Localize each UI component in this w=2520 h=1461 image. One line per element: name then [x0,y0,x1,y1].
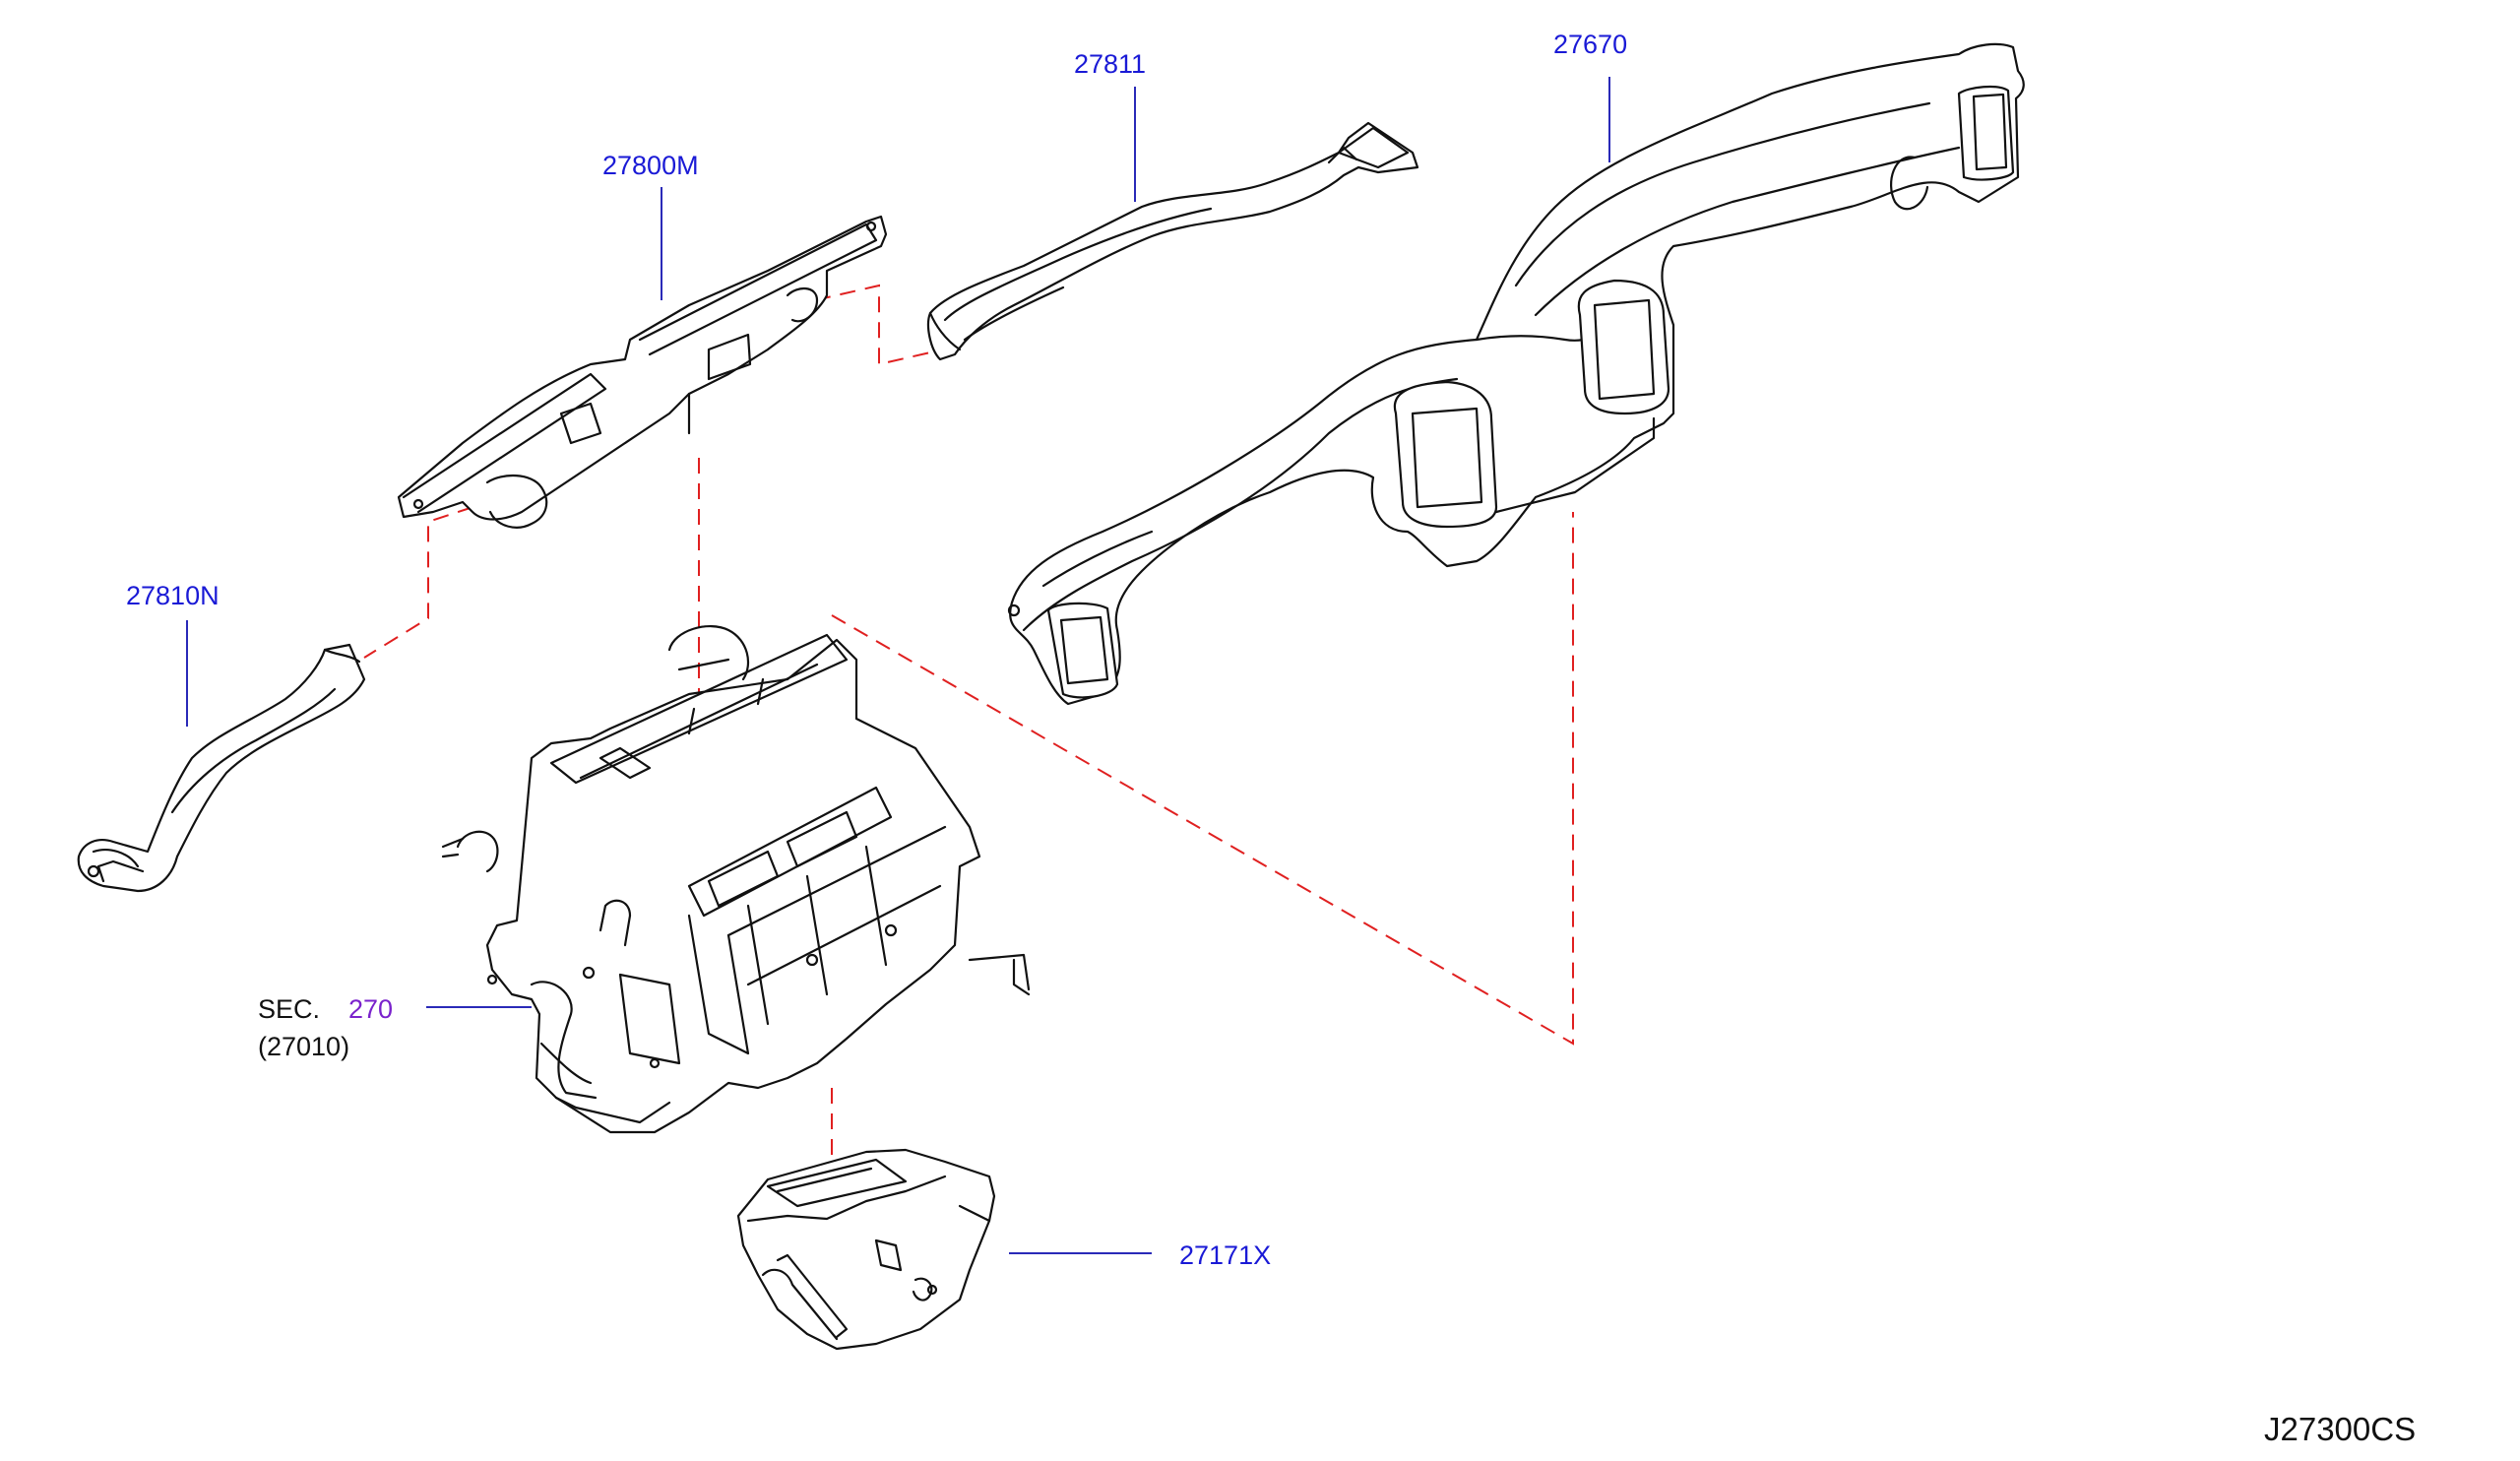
guide-heater-to-27670 [831,512,1574,1046]
part-27670-center-vent-duct[interactable] [1007,42,2025,706]
part-label-27171X[interactable]: 27171X [1179,1240,1272,1270]
diagram-id-label: J27300CS [2264,1411,2417,1447]
part-27810N-side-vent-duct[interactable] [77,643,366,893]
guide-27800M-to-27810N [363,498,498,659]
part-label-27670[interactable]: 27670 [1553,30,1628,59]
part-label-27800M[interactable]: 27800M [602,151,699,180]
guide-27811-to-27800M [814,284,931,366]
section-ref-prefix: SEC. [258,994,321,1024]
part-label-27810N[interactable]: 27810N [126,581,220,610]
section-ref-link-270[interactable]: 270 [348,994,394,1024]
part-27800M-defroster-nozzle[interactable] [397,215,888,529]
assembly-guide-lines [363,284,1574,1162]
callout-leader-lines [186,77,1610,1254]
part-27010-heater-unit-assembly[interactable] [441,625,1031,1134]
part-label-27811[interactable]: 27811 [1074,49,1147,79]
part-27811-side-vent-duct[interactable] [926,121,1419,361]
part-27171X-foot-duct[interactable] [736,1148,996,1351]
section-ref-part-number: (27010) [258,1032,350,1061]
